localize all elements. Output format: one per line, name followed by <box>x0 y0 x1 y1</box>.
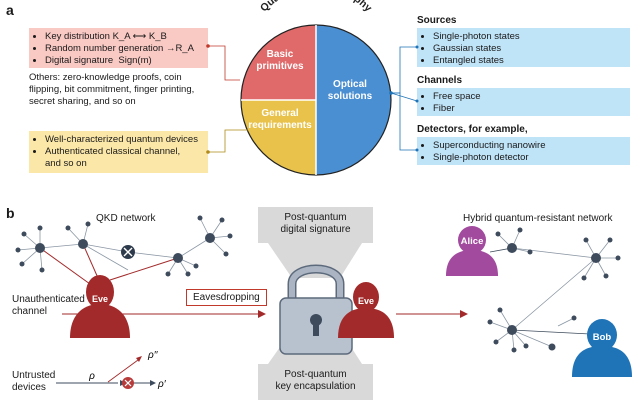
detectors-header: Detectors, for example, <box>417 124 528 135</box>
alice-label: Alice <box>461 236 484 247</box>
source-item-3: Entangled states <box>433 55 624 67</box>
channel-item-1: Free space <box>433 91 624 103</box>
sources-box: Single-photon states Gaussian states Ent… <box>417 28 630 67</box>
eve-middle-label: Eve <box>358 296 374 306</box>
channel-item-2: Fiber <box>433 103 624 115</box>
eve-middle-avatar-icon: Eve <box>338 282 394 338</box>
hybrid-network-label: Hybrid quantum-resistant network <box>463 213 613 224</box>
eve-avatar-icon: Eve <box>70 275 130 338</box>
unauth-channel-label: Unauthenticated channel <box>12 294 85 317</box>
connector-detectors <box>391 92 417 151</box>
channels-box: Free space Fiber <box>417 88 630 116</box>
quadrant-general-label-2: requirements <box>248 120 312 131</box>
bob-avatar-icon: Bob <box>572 319 632 377</box>
sources-header: Sources <box>417 15 457 26</box>
panel-b-label: b <box>6 205 15 221</box>
pq-encapsulation-line-1: Post-quantum <box>284 369 347 380</box>
node-icon <box>35 233 215 263</box>
connector-sources <box>391 46 417 94</box>
pq-signature-box: Post-quantum digital signature <box>258 207 373 243</box>
requirements-box: Well-characterized quantum devices Authe… <box>29 131 208 173</box>
rho-label: ρ <box>88 371 95 382</box>
primitive-key-distribution: Key distribution K_A ⟷ K_B <box>45 31 202 43</box>
channels-header: Channels <box>417 75 463 86</box>
eavesdropping-label: Eavesdropping <box>186 289 267 306</box>
panel-b-diagram: Eve ρ ρ′′ ρ′ Eve <box>15 215 632 390</box>
quantum-crypto-circle: Quantum cryptography Basic primitives Op… <box>206 0 419 176</box>
circle-title: Quantum cryptography <box>258 0 374 14</box>
bob-label: Bob <box>593 332 612 343</box>
quadrant-general-requirements <box>241 100 316 175</box>
blocked-node-icon <box>121 245 135 259</box>
connector-channels <box>390 92 418 102</box>
rho-double-prime-label: ρ′′ <box>147 350 159 361</box>
quadrant-optical-label-2: solutions <box>328 91 373 102</box>
source-item-2: Gaussian states <box>433 43 624 55</box>
detector-item-1: Superconducting nanowire <box>433 140 624 152</box>
primitives-box: Key distribution K_A ⟷ K_B Random number… <box>29 28 208 68</box>
quadrant-basic-primitives <box>241 25 316 100</box>
pq-encapsulation-box: Post-quantum key encapsulation <box>258 364 373 400</box>
connector-requirements <box>208 129 248 153</box>
requirement-tail: and so on <box>45 158 87 169</box>
quadrant-general-label-1: General <box>261 108 298 119</box>
requirement-item-1: Well-characterized quantum devices <box>45 134 202 146</box>
alice-avatar-icon: Alice <box>446 226 498 276</box>
primitive-digital-signature: Digital signature Sign(m) <box>45 55 202 67</box>
primitive-random-number: Random number generation →R_A <box>45 43 202 55</box>
detector-item-2: Single-photon detector <box>433 152 624 164</box>
quadrant-basic-label-2: primitives <box>256 61 304 72</box>
quadrant-basic-label-1: Basic <box>267 49 294 60</box>
detectors-box: Superconducting nanowire Single-photon d… <box>417 137 630 165</box>
qkd-network-label: QKD network <box>96 213 156 224</box>
pq-signature-line-1: Post-quantum <box>284 212 347 223</box>
untrusted-devices-label: Untrusted devices <box>12 370 56 393</box>
quadrant-optical-solutions <box>316 25 391 175</box>
pq-signature-line-2: digital signature <box>280 224 351 235</box>
pq-encapsulation-line-2: key encapsulation <box>275 381 356 392</box>
others-text: Others: zero-knowledge proofs, coin flip… <box>29 72 195 107</box>
panel-a-label: a <box>6 2 14 18</box>
eve-left-label: Eve <box>92 294 108 304</box>
connector-primitives <box>208 45 240 81</box>
rho-prime-label: ρ′ <box>157 379 167 390</box>
source-item-1: Single-photon states <box>433 31 624 43</box>
padlock-icon <box>279 264 353 355</box>
requirement-item-2: Authenticated classical channel, <box>45 146 202 158</box>
quadrant-optical-label-1: Optical <box>333 79 367 90</box>
